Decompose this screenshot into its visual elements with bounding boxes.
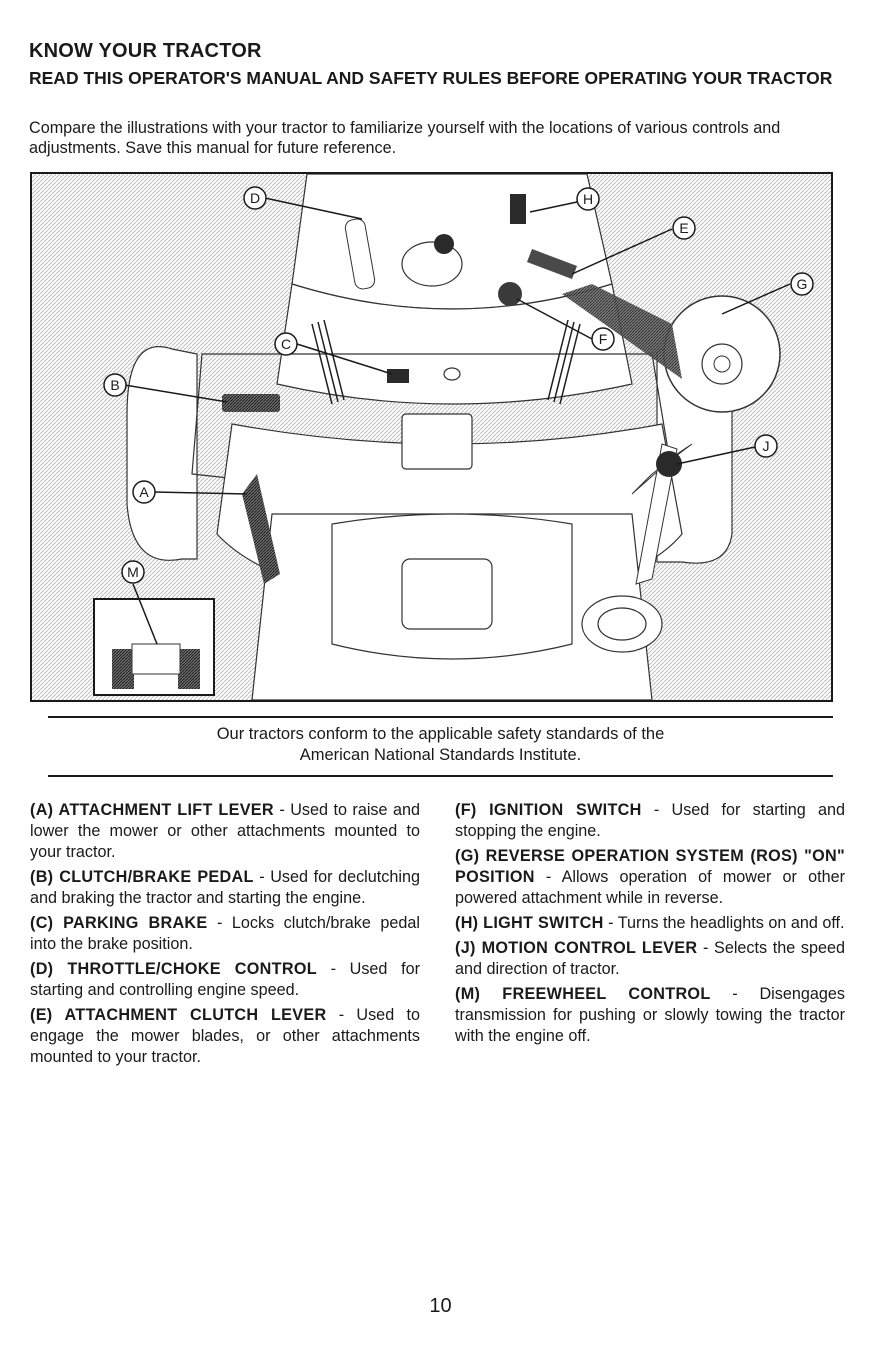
callout-c: C: [281, 336, 291, 352]
control-desc: - Turns the headlights on and off.: [603, 914, 845, 932]
control-desc: - Used for starting and controlling engi…: [30, 960, 420, 999]
intro-paragraph: Compare the illustrations with your trac…: [29, 119, 781, 157]
control-term: (F) IGNITION SWITCH: [455, 801, 642, 819]
callout-j: J: [763, 438, 770, 454]
control-desc: - Locks clutch/brake pedal into the brak…: [30, 914, 420, 953]
callout-g: G: [797, 276, 808, 292]
standards-note: Our tractors conform to the applicable s…: [48, 724, 833, 766]
control-term: (J) MOTION CONTROL LEVER: [455, 939, 698, 957]
callout-f: F: [599, 331, 608, 347]
callout-a: A: [139, 484, 149, 500]
control-term: (M) FREEWHEEL CONTROL: [455, 985, 711, 1003]
control-entry-d: (D) THROTTLE/CHOKE CONTROL - Used for st…: [30, 959, 420, 1001]
control-entry-j: (J) MOTION CONTROL LEVER - Selects the s…: [455, 938, 845, 980]
control-entry-b: (B) CLUTCH/BRAKE PEDAL - Used for declut…: [30, 867, 420, 909]
standards-line-2: American National Standards Institute.: [299, 746, 582, 764]
control-term: (G) REVERSE OPERATION SYSTEM (ROS) "ON" …: [455, 847, 845, 886]
controls-list-left: (A) ATTACHMENT LIFT LEVER - Used to rais…: [30, 800, 420, 1072]
divider-top: [48, 716, 833, 718]
control-term: (A) ATTACHMENT LIFT LEVER: [30, 801, 274, 819]
control-entry-h: (H) LIGHT SWITCH - Turns the headlights …: [455, 913, 845, 934]
control-term: (E) ATTACHMENT CLUTCH LEVER: [30, 1006, 327, 1024]
controls-list-right: (F) IGNITION SWITCH - Used for starting …: [455, 800, 845, 1051]
control-entry-c: (C) PARKING BRAKE - Locks clutch/brake p…: [30, 913, 420, 955]
control-entry-e: (E) ATTACHMENT CLUTCH LEVER - Used to en…: [30, 1005, 420, 1068]
standards-line-1: Our tractors conform to the applicable s…: [216, 725, 665, 743]
page-number: 10: [429, 1295, 452, 1317]
callout-h: H: [583, 191, 593, 207]
tractor-drawing: D H E G C F B J A M: [32, 174, 831, 700]
callout-m: M: [127, 564, 139, 580]
control-entry-m: (M) FREEWHEEL CONTROL - Disengages trans…: [455, 984, 845, 1047]
control-term: (C) PARKING BRAKE: [30, 914, 208, 932]
control-entry-a: (A) ATTACHMENT LIFT LEVER - Used to rais…: [30, 800, 420, 863]
callout-e: E: [679, 220, 688, 236]
control-desc: - Used to engage the mower blades, or ot…: [30, 1006, 420, 1066]
tractor-controls-illustration: D H E G C F B J A M: [30, 172, 833, 702]
control-entry-f: (F) IGNITION SWITCH - Used for starting …: [455, 800, 845, 842]
control-desc: - Used for declutching and braking the t…: [30, 868, 420, 907]
page-title: KNOW YOUR TRACTOR: [29, 40, 262, 62]
control-entry-g: (G) REVERSE OPERATION SYSTEM (ROS) "ON" …: [455, 846, 845, 909]
control-term: (D) THROTTLE/CHOKE CONTROL: [30, 960, 317, 978]
control-desc: - Used for starting and stopping the eng…: [455, 801, 845, 840]
control-desc: - Allows operation of mower or other pow…: [455, 868, 845, 907]
control-term: (H) LIGHT SWITCH: [455, 914, 604, 932]
control-desc: - Selects the speed and direction of tra…: [455, 939, 845, 978]
divider-bottom: [48, 775, 833, 777]
callout-d: D: [250, 190, 260, 206]
warning-subtitle: READ THIS OPERATOR'S MANUAL AND SAFETY R…: [29, 68, 833, 88]
callout-b: B: [110, 377, 119, 393]
control-desc: - Disengages transmission for pushing or…: [455, 985, 845, 1045]
control-term: (B) CLUTCH/BRAKE PEDAL: [30, 868, 254, 886]
control-desc: - Used to raise and lower the mower or o…: [30, 801, 420, 861]
